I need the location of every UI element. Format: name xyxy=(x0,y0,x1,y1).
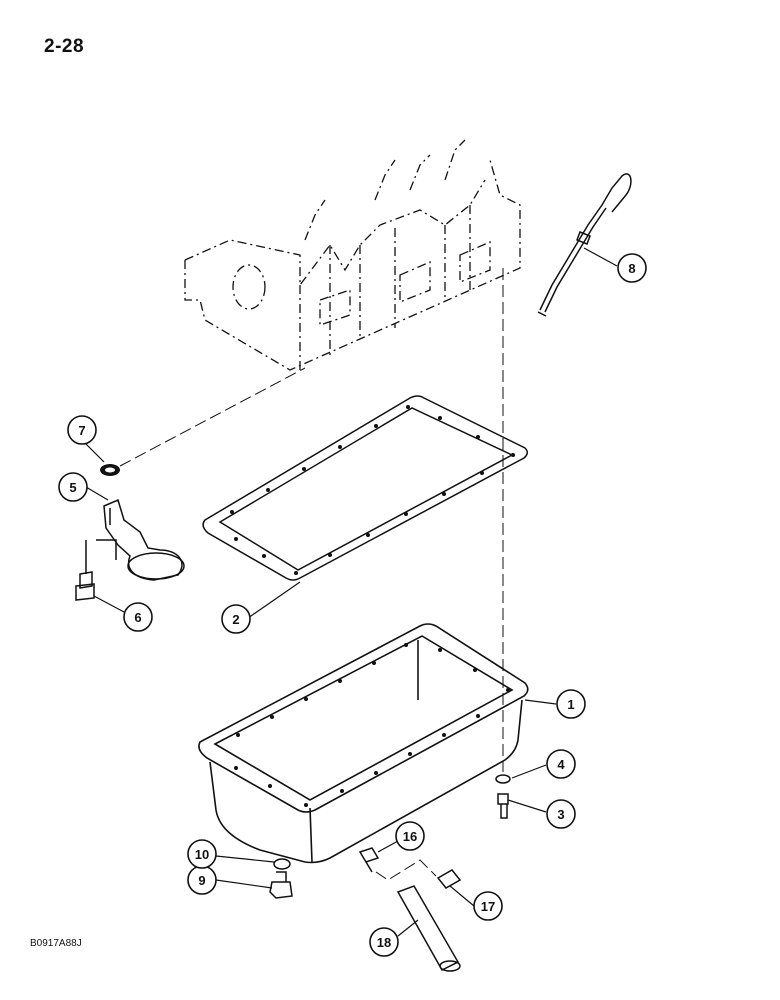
drain-plug xyxy=(269,871,293,899)
suction-tube xyxy=(85,498,185,581)
callout-6-circle xyxy=(123,602,153,632)
drain-hose xyxy=(396,885,461,972)
callout-6-label: 6 xyxy=(134,610,141,625)
callout-7-circle xyxy=(67,415,97,445)
callout-17-circle xyxy=(473,891,503,921)
callout-5-circle xyxy=(58,472,88,502)
callout-1-label: 1 xyxy=(567,697,574,712)
callout-10-circle xyxy=(187,839,217,869)
callout-10-label: 10 xyxy=(195,847,209,862)
figure-reference-code: B0917A88J xyxy=(30,938,82,949)
callout-7-label: 7 xyxy=(78,423,85,438)
oil-pan xyxy=(198,623,529,864)
dipstick xyxy=(537,173,632,317)
callout-labels: 1 2 3 4 5 6 7 8 9 10 16 17 18 xyxy=(69,261,635,950)
drain-cap xyxy=(436,869,462,889)
drain-fitting xyxy=(358,847,380,873)
callout-3-label: 3 xyxy=(557,807,564,822)
engine-block-phantom xyxy=(184,139,521,371)
callout-8-circle xyxy=(617,253,647,283)
oil-pan-bolt-holes xyxy=(234,643,510,807)
gasket-bolt-holes xyxy=(230,405,515,575)
callout-18-label: 18 xyxy=(377,935,391,950)
oil-pan-gasket xyxy=(202,395,528,581)
pan-washer xyxy=(495,774,511,784)
callout-5-label: 5 xyxy=(69,480,76,495)
callout-16-circle xyxy=(395,821,425,851)
callout-9-label: 9 xyxy=(198,873,205,888)
callout-2-label: 2 xyxy=(232,612,239,627)
callout-16-label: 16 xyxy=(403,829,417,844)
callout-8-label: 8 xyxy=(628,261,635,276)
callouts xyxy=(58,253,647,957)
callout-3-circle xyxy=(546,799,576,829)
pan-bolt xyxy=(497,793,509,819)
callout-17-label: 17 xyxy=(481,899,495,914)
leader-lines xyxy=(81,247,618,937)
drain-washer xyxy=(273,858,291,870)
callout-4-label: 4 xyxy=(557,757,565,772)
page-number: 2-28 xyxy=(44,36,85,57)
callout-18-circle xyxy=(369,927,399,957)
alignment-lines xyxy=(119,268,504,881)
callout-1-circle xyxy=(556,689,586,719)
suction-tube-bolt xyxy=(75,571,95,601)
o-ring xyxy=(100,464,120,476)
callout-4-circle xyxy=(546,749,576,779)
callout-2-circle xyxy=(221,604,251,634)
